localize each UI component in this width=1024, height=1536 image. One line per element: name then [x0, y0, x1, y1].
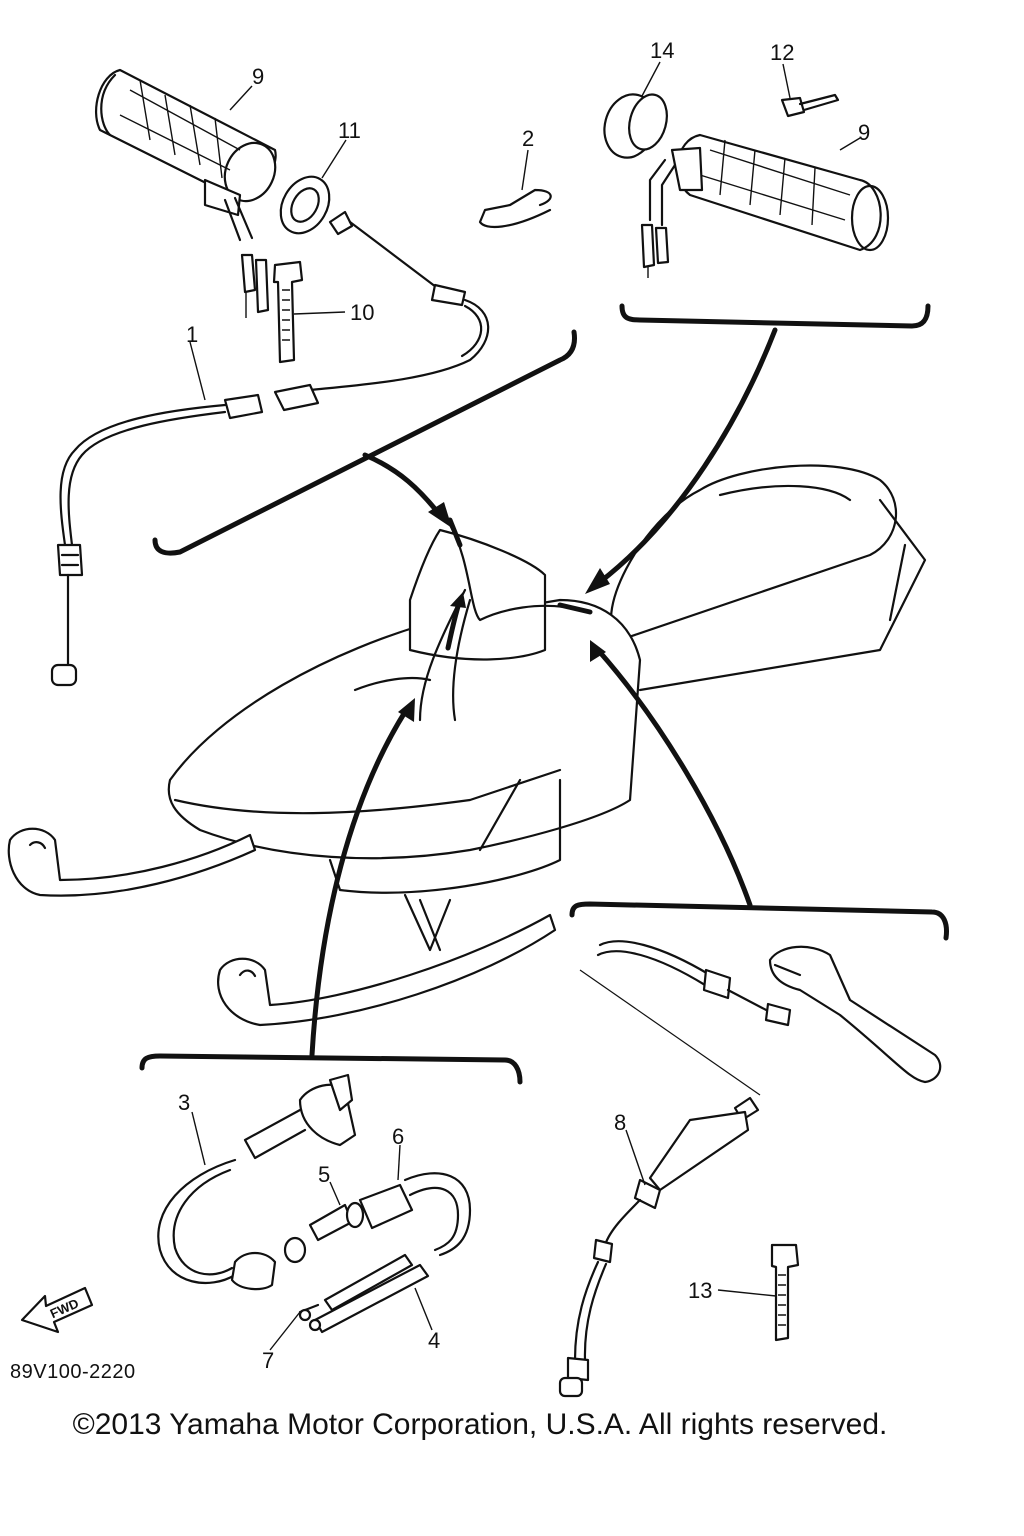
choke-assembly-parts-3-7	[157, 1073, 472, 1334]
right-grip-part-9	[640, 133, 890, 278]
callout-1: 1	[186, 322, 198, 347]
pointer-arrows	[309, 327, 778, 1058]
callout-10: 10	[350, 300, 374, 325]
copyright-notice: ©2013 Yamaha Motor Corporation, U.S.A. A…	[72, 1408, 888, 1441]
callout-5: 5	[318, 1162, 330, 1187]
callout-8: 8	[614, 1110, 626, 1135]
forward-direction-arrow: FWD	[20, 1286, 94, 1334]
callout-7: 7	[262, 1348, 274, 1373]
callout-12: 12	[770, 40, 794, 65]
throttle-cable-part-1	[50, 210, 490, 687]
leader-lines	[189, 61, 861, 1351]
ring-part-11	[279, 175, 331, 235]
left-grip-part-9	[95, 68, 277, 318]
callout-9-right: 9	[858, 120, 870, 145]
brake-cable-part-8	[558, 940, 942, 1398]
screw-part-12	[780, 93, 840, 118]
cap-part-14	[603, 93, 668, 159]
callout-3: 3	[178, 1090, 190, 1115]
callout-2: 2	[522, 126, 534, 151]
drawing-code: 89V100-2220	[10, 1361, 136, 1383]
snowmobile-illustration	[7, 464, 927, 1027]
callout-14: 14	[650, 38, 674, 63]
callout-4: 4	[428, 1328, 440, 1353]
cable-tie-part-10	[272, 260, 304, 364]
callout-13: 13	[688, 1278, 712, 1303]
clip-part-2	[478, 188, 552, 228]
part-callouts: 1 2 3 4 5 6 7 8 9 9 10 11 12 13 14	[178, 38, 870, 1373]
callout-11: 11	[338, 118, 361, 143]
callout-6: 6	[392, 1124, 404, 1149]
callout-9-left: 9	[252, 64, 264, 89]
cable-tie-part-13	[770, 1243, 800, 1342]
